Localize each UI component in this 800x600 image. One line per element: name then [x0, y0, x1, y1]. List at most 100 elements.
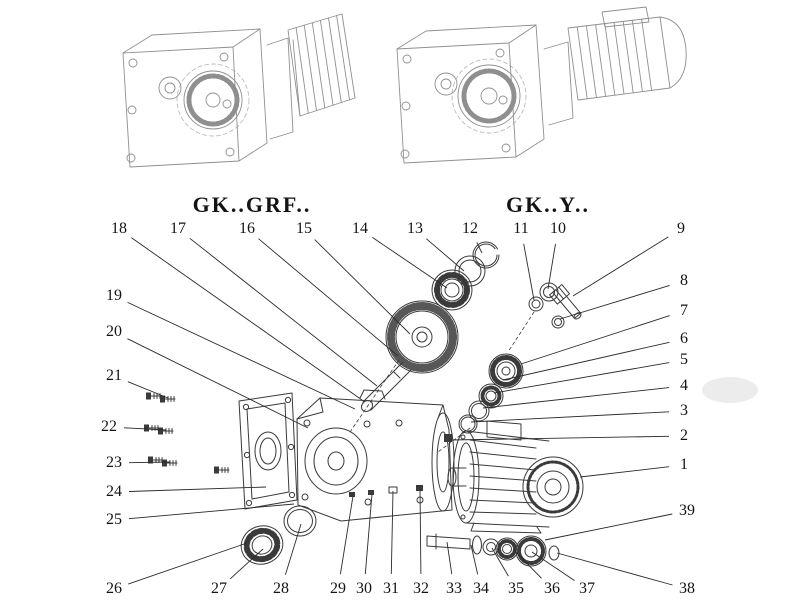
gearbox-grf-drawing	[122, 13, 356, 168]
part-number-23: 23	[106, 454, 122, 471]
leader-line-22	[123, 427, 167, 431]
leader-line-9	[572, 236, 669, 297]
part-number-2: 2	[680, 427, 688, 444]
part-number-19: 19	[106, 287, 122, 304]
part-number-25: 25	[106, 511, 122, 528]
leader-line-33	[446, 541, 453, 575]
part-number-13: 13	[407, 220, 423, 237]
part-number-17: 17	[170, 220, 186, 237]
output-shaft-assembly	[426, 533, 560, 567]
callout-leader-lines	[123, 236, 673, 586]
part-number-27: 27	[211, 580, 227, 597]
part-number-18: 18	[111, 220, 127, 237]
watermark-smudge	[702, 377, 758, 403]
part-number-5: 5	[680, 351, 688, 368]
leader-line-24	[128, 486, 267, 492]
part-number-31: 31	[383, 580, 399, 597]
part-number-4: 4	[680, 377, 688, 394]
lower-bearing-set	[240, 505, 317, 565]
gearbox-y-drawing	[396, 6, 687, 164]
leader-line-34	[470, 544, 479, 575]
leader-line-39	[544, 513, 673, 541]
leader-line-30	[364, 493, 373, 575]
intermediate-gear-set	[458, 353, 524, 434]
leader-line-18	[131, 237, 363, 401]
part-number-38: 38	[679, 580, 695, 597]
leader-line-2	[449, 435, 670, 441]
leader-line-31	[390, 490, 394, 575]
variant-label-gk-grf: GK..GRF..	[192, 192, 312, 217]
leader-line-10	[547, 243, 556, 290]
part-number-16: 16	[239, 220, 255, 237]
leader-line-28	[284, 523, 302, 575]
y-motor	[543, 6, 687, 126]
part-number-7: 7	[680, 302, 688, 319]
leader-line-16	[258, 238, 399, 357]
part-number-21: 21	[106, 367, 122, 384]
part-number-24: 24	[106, 483, 122, 500]
flange-bolts	[143, 392, 230, 474]
part-number-10: 10	[550, 220, 566, 237]
variant-label-gk-y: GK..Y..	[505, 192, 591, 217]
leader-line-14	[372, 237, 448, 289]
leader-line-36	[513, 549, 542, 579]
part-number-34: 34	[473, 580, 489, 597]
grf-input-adapter	[266, 13, 356, 140]
gear-housing	[296, 389, 455, 522]
part-number-1: 1	[680, 456, 688, 473]
leader-line-38	[556, 552, 673, 586]
leader-line-35	[491, 547, 509, 577]
part-number-20: 20	[106, 323, 122, 340]
input-pinion-set	[528, 282, 582, 329]
leader-line-21	[127, 381, 169, 399]
leader-line-4	[482, 387, 670, 409]
part-number-22: 22	[101, 418, 117, 435]
leader-line-12	[476, 242, 483, 254]
part-number-3: 3	[680, 402, 688, 419]
leader-line-37	[531, 551, 575, 581]
input-gear-shaft	[360, 300, 459, 413]
part-number-30: 30	[356, 580, 372, 597]
leader-line-3	[470, 411, 670, 423]
leader-line-23	[128, 461, 171, 464]
leader-line-26	[128, 542, 248, 585]
small-fasteners	[349, 485, 423, 497]
part-number-37: 37	[579, 580, 595, 597]
leader-line-7	[520, 315, 670, 365]
part-number-9: 9	[677, 220, 685, 237]
mounting-flange	[238, 392, 298, 510]
part-number-36: 36	[544, 580, 560, 597]
leader-line-6	[502, 341, 670, 381]
part-number-39: 39	[679, 502, 695, 519]
assembly-axes	[349, 311, 535, 453]
leader-line-29	[339, 495, 354, 575]
part-number-8: 8	[680, 272, 688, 289]
part-number-29: 29	[330, 580, 346, 597]
part-number-32: 32	[413, 580, 429, 597]
part-number-33: 33	[446, 580, 462, 597]
part-number-35: 35	[508, 580, 524, 597]
motor	[444, 420, 584, 534]
leader-line-20	[127, 338, 309, 429]
leader-line-27	[229, 548, 264, 580]
leader-line-5	[493, 362, 670, 394]
part-number-12: 12	[462, 220, 478, 237]
leader-line-11	[523, 243, 535, 301]
part-number-26: 26	[106, 580, 122, 597]
part-number-6: 6	[680, 330, 688, 347]
part-number-28: 28	[273, 580, 289, 597]
part-number-14: 14	[352, 220, 368, 237]
part-number-11: 11	[513, 220, 529, 237]
leader-line-15	[314, 239, 411, 335]
exploded-view-drawing	[143, 241, 584, 567]
leader-line-13	[426, 238, 465, 272]
leader-line-19	[127, 301, 356, 410]
leader-line-8	[559, 284, 670, 320]
leader-line-25	[128, 503, 295, 520]
leader-line-32	[419, 488, 422, 575]
leader-line-17	[189, 237, 378, 387]
upper-bearing-stack	[431, 241, 500, 311]
part-number-15: 15	[296, 220, 312, 237]
